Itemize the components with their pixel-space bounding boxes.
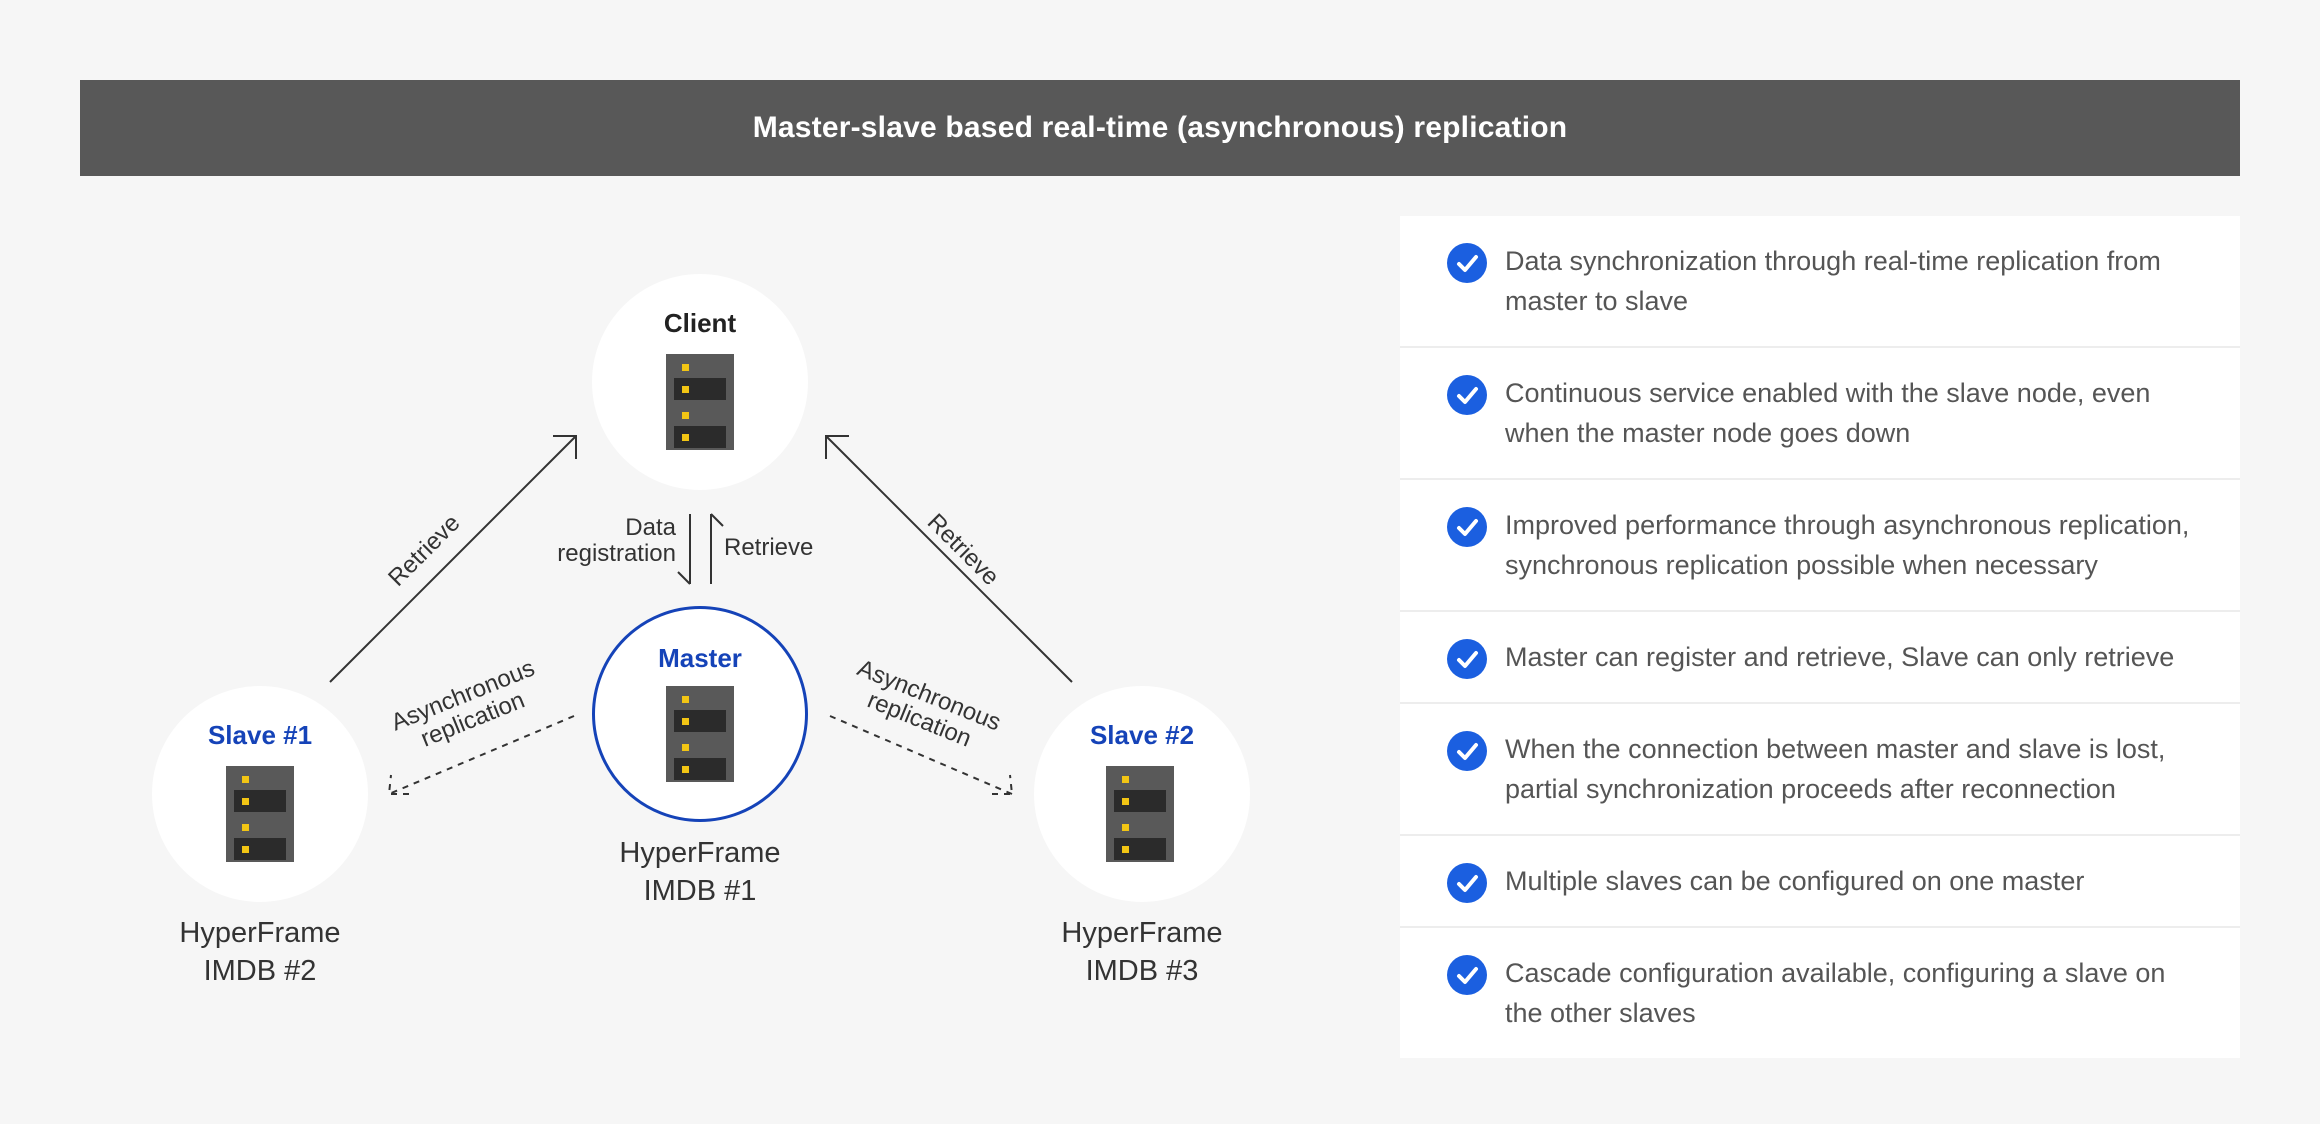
- feature-text: Data synchronization through real-time r…: [1505, 246, 2161, 316]
- checkmark-icon: [1447, 863, 1487, 903]
- feature-text: Multiple slaves can be configured on one…: [1505, 866, 2085, 896]
- checkmark-icon: [1447, 639, 1487, 679]
- client-node: Client: [592, 274, 808, 490]
- slave1-node: Slave #1: [152, 686, 368, 902]
- retrieve-arrow-center-head: [710, 513, 724, 527]
- list-item: Cascade configuration available, configu…: [1400, 928, 2240, 1058]
- master-caption-line1: HyperFrame: [619, 837, 781, 869]
- page-title: Master-slave based real-time (asynchrono…: [752, 111, 1568, 144]
- master-caption: HyperFrame IMDB #1: [580, 834, 820, 910]
- list-item: Improved performance through asynchronou…: [1400, 480, 2240, 612]
- replication-diagram: Client Master HyperFrame IMDB #1 Slave #…: [140, 274, 1262, 990]
- slave1-title: Slave #1: [207, 720, 313, 750]
- master-node: Master: [592, 606, 808, 822]
- async-arrow-right-head: [992, 774, 1014, 795]
- list-item: Master can register and retrieve, Slave …: [1400, 612, 2240, 704]
- client-title: Client: [663, 308, 737, 338]
- server-icon: [666, 354, 734, 450]
- header-bar: Master-slave based real-time (asynchrono…: [80, 80, 2240, 176]
- checkmark-icon: [1447, 507, 1487, 547]
- diagram-connectors: [329, 435, 1073, 795]
- checkmark-icon: [1447, 955, 1487, 995]
- server-icon: [1106, 766, 1174, 862]
- slave2-node: Slave #2: [1034, 686, 1250, 902]
- feature-text: Cascade configuration available, configu…: [1505, 958, 2166, 1028]
- master-caption-line2: IMDB #1: [643, 875, 757, 907]
- data-registration-line2: registration: [557, 540, 676, 567]
- async-arrow-left-head: [387, 774, 409, 795]
- slave2-caption-line2: IMDB #3: [1085, 955, 1199, 987]
- slave2-caption: HyperFrame IMDB #3: [1022, 914, 1262, 990]
- retrieve-arrow-left: [329, 435, 577, 683]
- slave1-caption-line1: HyperFrame: [179, 917, 341, 949]
- async-arrow-left: [388, 715, 575, 795]
- data-registration-arrow-head: [677, 571, 691, 585]
- feature-text: Master can register and retrieve, Slave …: [1505, 642, 2175, 672]
- data-registration-label: Data registration: [548, 515, 676, 567]
- slave1-caption-line2: IMDB #2: [203, 955, 317, 987]
- checkmark-icon: [1447, 375, 1487, 415]
- retrieve-label-center: Retrieve: [724, 534, 814, 561]
- retrieve-arrow-right: [825, 435, 1073, 683]
- checkmark-icon: [1447, 731, 1487, 771]
- master-title: Master: [658, 643, 742, 673]
- slave2-title: Slave #2: [1089, 720, 1195, 750]
- retrieve-arrow-left-head: [553, 435, 577, 459]
- list-item: Continuous service enabled with the slav…: [1400, 348, 2240, 480]
- feature-list: Data synchronization through real-time r…: [1400, 216, 2240, 1058]
- list-item: Multiple slaves can be configured on one…: [1400, 836, 2240, 928]
- async-arrow-right: [829, 715, 1013, 795]
- list-item: When the connection between master and s…: [1400, 704, 2240, 836]
- data-registration-line1: Data: [625, 514, 676, 541]
- feature-text: Continuous service enabled with the slav…: [1505, 378, 2151, 448]
- feature-text: When the connection between master and s…: [1505, 734, 2166, 804]
- retrieve-arrow-right-head: [825, 435, 849, 459]
- slave2-caption-line1: HyperFrame: [1061, 917, 1223, 949]
- checkmark-icon: [1447, 243, 1487, 283]
- server-icon: [226, 766, 294, 862]
- server-icon: [666, 686, 734, 782]
- feature-text: Improved performance through asynchronou…: [1505, 510, 2190, 580]
- list-item: Data synchronization through real-time r…: [1400, 216, 2240, 348]
- slave1-caption: HyperFrame IMDB #2: [140, 914, 380, 990]
